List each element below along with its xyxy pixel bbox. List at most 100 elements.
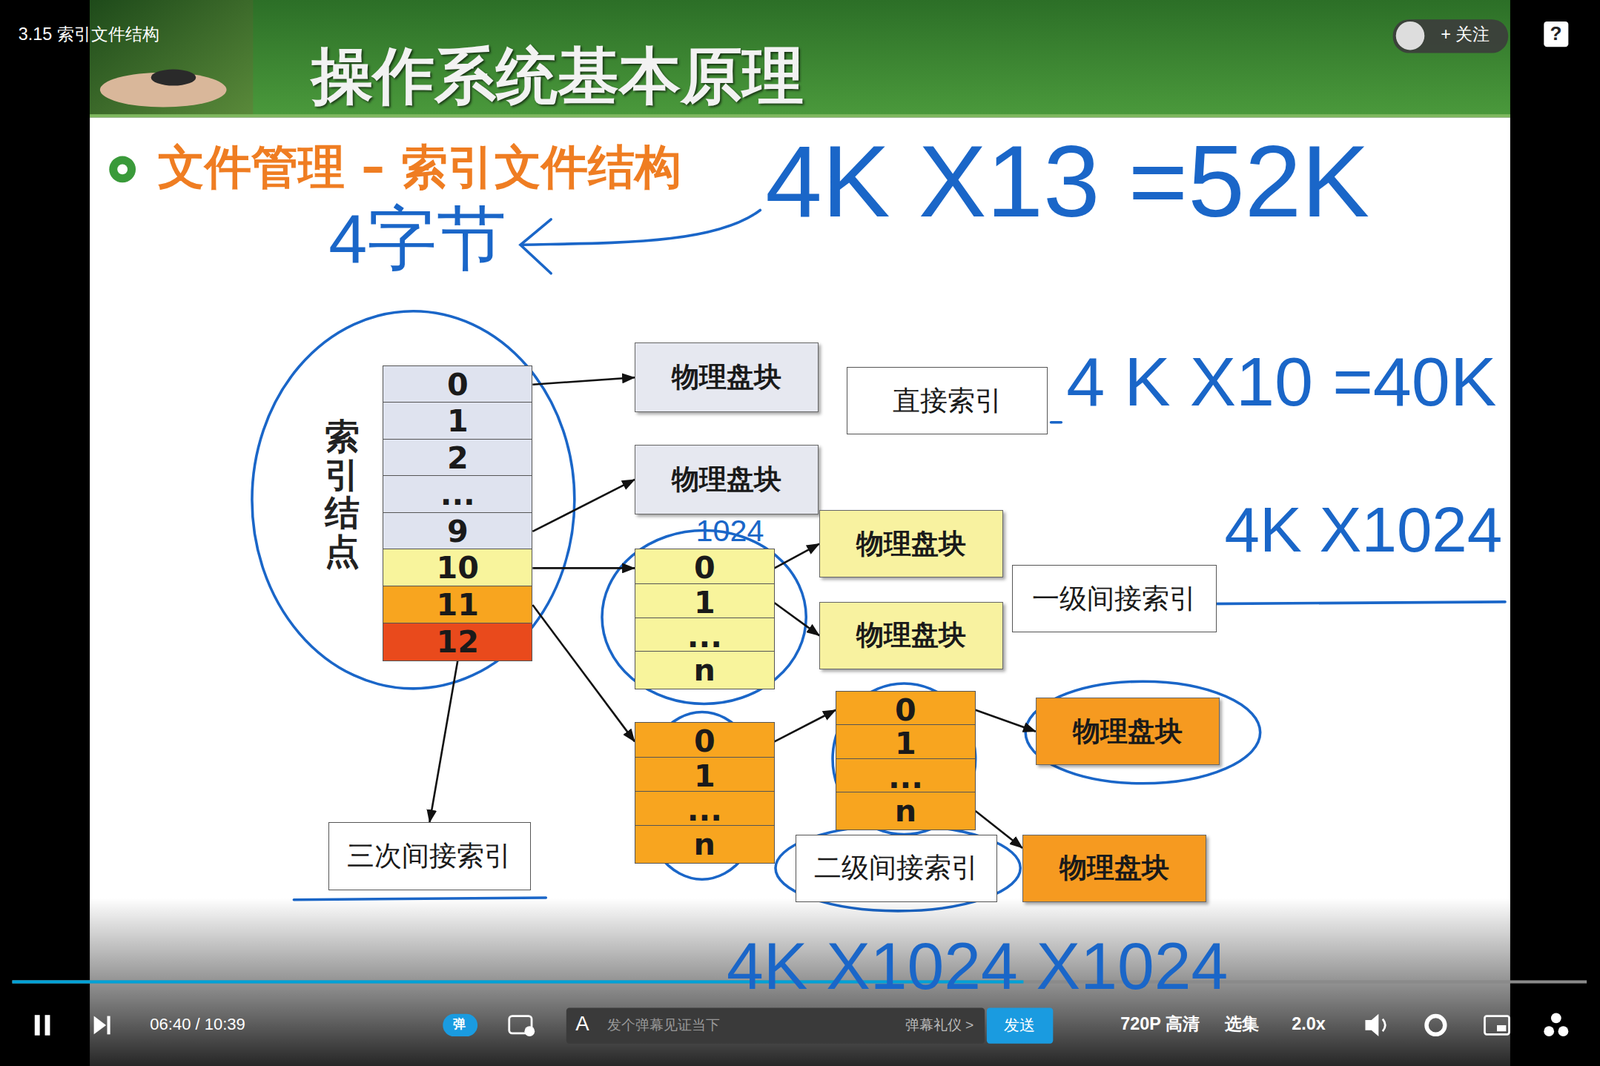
cell-number: ... (687, 619, 723, 655)
follow-pill (1393, 19, 1509, 53)
index-cell: ... (634, 791, 775, 830)
slide-heading: 文件管理 – 索引文件结构 (157, 140, 682, 195)
cell-number: n (894, 793, 917, 829)
avatar (1396, 21, 1426, 51)
pointer-arrow (429, 661, 458, 823)
index-cell: ... (382, 475, 533, 514)
index-cell: 1 (382, 401, 533, 441)
cell-number: 9 (447, 513, 469, 550)
cell-number: 0 (693, 723, 716, 760)
danmaku-rules-link: 弹幕礼仪 > (905, 1017, 975, 1034)
index-type-box: 一级间接索引 (1012, 564, 1216, 633)
pip-inner (1496, 1025, 1506, 1032)
cell-number: 2 (447, 440, 469, 476)
index-type-box: 三次间接索引 (328, 822, 531, 891)
pointer-arrow (532, 377, 635, 385)
block-label: 物理盘块 (671, 461, 782, 499)
pause-bar (34, 1015, 41, 1036)
index-cell: 0 (634, 722, 775, 761)
vertical-heading: 索引结点 (324, 418, 360, 571)
cell-number: 11 (436, 587, 479, 623)
cell-number: 0 (894, 692, 917, 729)
cell-number: n (693, 826, 716, 863)
index-cell: 0 (835, 691, 976, 730)
header-rule (89, 114, 1511, 118)
volume-icon (1364, 1014, 1379, 1037)
pip-icon (1484, 1016, 1509, 1036)
cell-number: 1 (447, 403, 469, 439)
cell-number: 1 (894, 725, 917, 762)
index-cell: 2 (382, 438, 533, 478)
hand-underline (1204, 602, 1506, 605)
block-label: 物理盘块 (671, 358, 782, 396)
hand-circle (602, 530, 806, 705)
block-label: 物理盘块 (1072, 713, 1183, 751)
input-placeholder: 发个弹幕见证当下 (607, 1017, 720, 1034)
pointer-arrow (774, 710, 837, 743)
cell-number: 0 (693, 550, 716, 586)
disk-block: 物理盘块 (634, 342, 819, 413)
index-cell: 0 (634, 548, 775, 588)
next-icon (94, 1016, 107, 1036)
pointer-arrow (975, 710, 1036, 732)
pointer-arrow (532, 605, 635, 742)
box-label: 一级间接索引 (1032, 580, 1197, 618)
pointer-arrow (774, 544, 821, 569)
video-title: 3.15 索引文件结构 (18, 24, 160, 45)
cell-number: 1 (693, 758, 716, 795)
pause-bar (45, 1015, 51, 1036)
hand-circle (775, 825, 1021, 912)
quality-button: 720P 高清 (1120, 1014, 1200, 1035)
block-label: 物理盘块 (1059, 849, 1170, 887)
index-type-box: 直接索引 (846, 367, 1048, 435)
index-cell: n (634, 825, 775, 864)
send-button (986, 1008, 1053, 1044)
danmaku-toggle (442, 1014, 478, 1037)
hand-arrowhead (520, 219, 551, 274)
cell-number: 1 (693, 584, 716, 621)
handwritten-note: 4K X13 =52K (765, 130, 1370, 233)
handwritten-note: 4字节 (328, 203, 507, 274)
box-label: 三次间接索引 (346, 837, 512, 875)
index-cell: ... (634, 617, 775, 657)
cell-number: 10 (436, 550, 479, 586)
danmaku-input (566, 1008, 985, 1044)
text-style-icon: A (575, 1012, 589, 1036)
help-icon (1543, 21, 1569, 47)
index-cell: ... (835, 758, 976, 798)
bullet-flower (108, 156, 136, 184)
index-cell: 9 (382, 512, 533, 551)
cell-number: ... (687, 792, 723, 829)
cell-number: n (693, 652, 716, 689)
index-cell: n (835, 791, 976, 831)
index-type-box: 二级间接索引 (795, 834, 997, 903)
hand-circle (1025, 681, 1261, 784)
hand-arrow (522, 209, 761, 245)
disk-block: 物理盘块 (634, 444, 819, 515)
index-cell: 1 (634, 583, 775, 623)
cell-number: 12 (436, 624, 479, 660)
handwriting-marks (252, 209, 1506, 911)
handwritten-note: 4K X1024 X1024 (726, 933, 1228, 1000)
pointer-arrow (774, 602, 821, 636)
send-button-text: 发送 (1003, 1016, 1036, 1035)
speed-button: 2.0x (1291, 1014, 1326, 1035)
block-label: 物理盘块 (856, 525, 967, 563)
hand-underline (1051, 421, 1062, 425)
pointer-arrow (532, 479, 635, 532)
extra-icon (1543, 1026, 1555, 1037)
disk-block: 物理盘块 (819, 602, 1004, 670)
disk-block: 物理盘块 (819, 510, 1004, 578)
hand-object (151, 69, 197, 87)
cell-number: ... (440, 476, 476, 513)
handwritten-note: 1024 (696, 516, 765, 547)
index-cell: 0 (382, 365, 533, 405)
index-cell: 1 (835, 724, 976, 763)
player-fade (0, 897, 1600, 1066)
danmaku-settings-gear (524, 1026, 535, 1037)
header-photo (89, 0, 253, 115)
course-banner: 操作系统基本原理 (311, 40, 804, 112)
index-cell: 1 (634, 756, 775, 796)
